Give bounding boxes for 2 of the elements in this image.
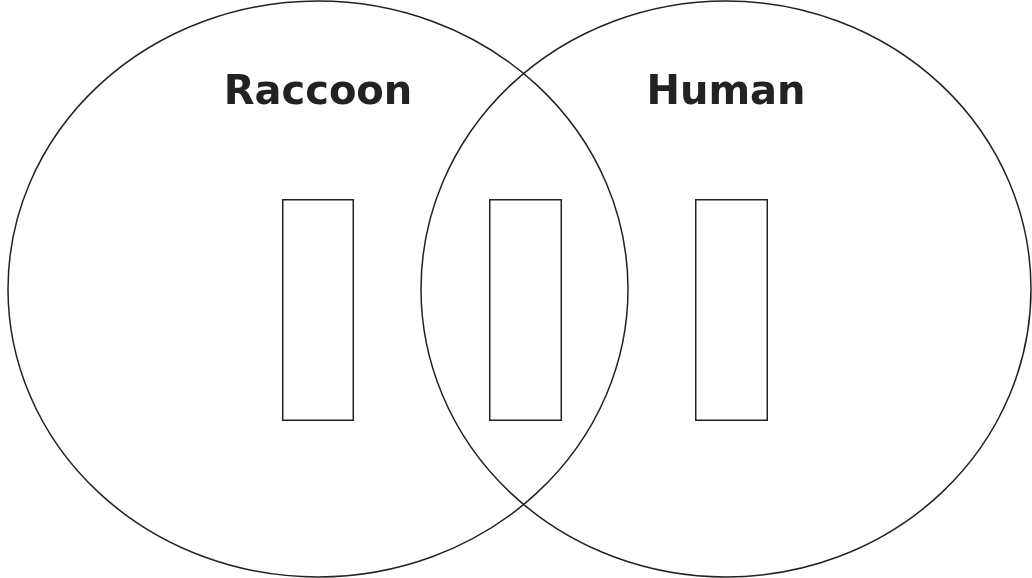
set-title: Human <box>645 67 807 113</box>
set-title: Raccoon <box>222 67 414 113</box>
